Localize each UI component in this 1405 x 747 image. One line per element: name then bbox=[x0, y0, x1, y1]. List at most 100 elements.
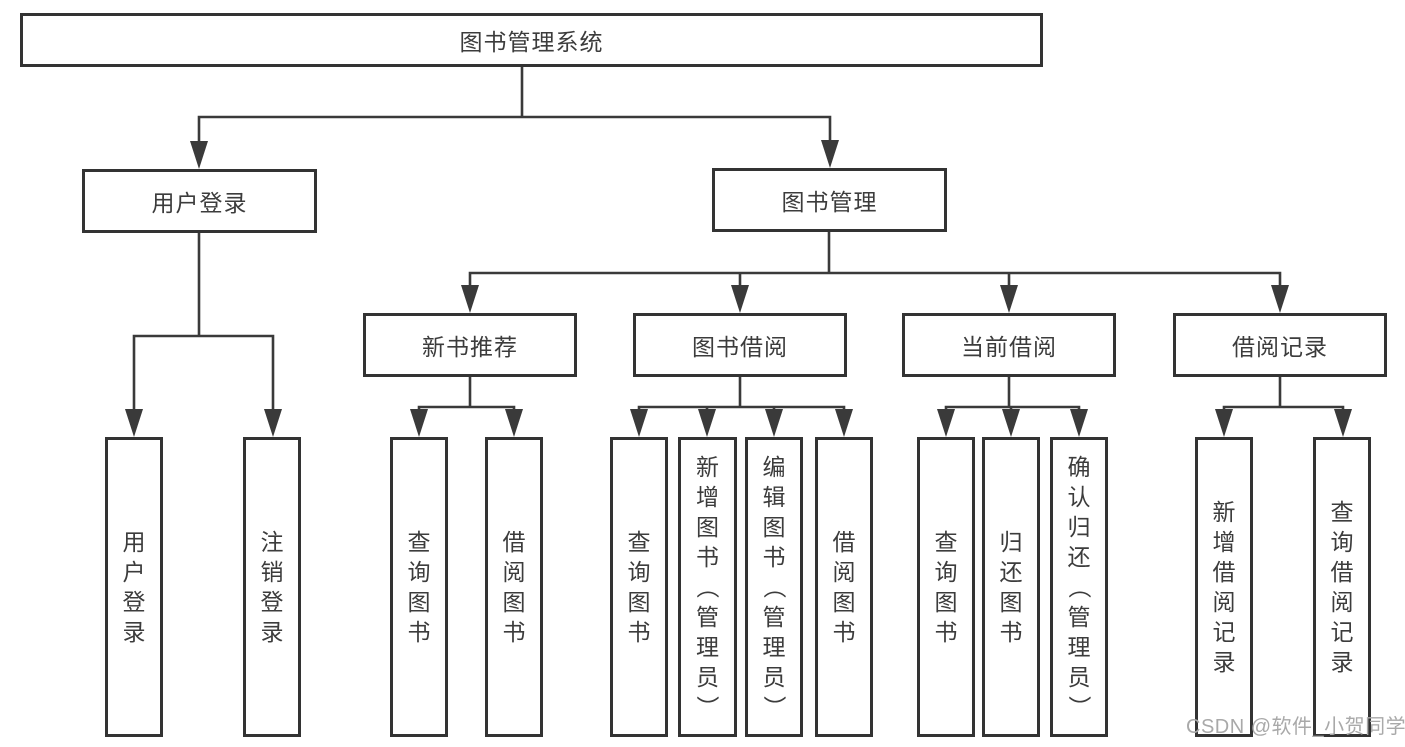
leaf-label-char: 新 bbox=[1212, 499, 1236, 525]
leaf-label-char: 理 bbox=[696, 634, 719, 660]
arrowhead bbox=[410, 409, 428, 437]
leaf-query-borrow-record: 查询借阅记录 bbox=[1313, 437, 1371, 737]
leaf-label-char: 增 bbox=[696, 484, 719, 510]
leaf-label-char: 记 bbox=[1330, 619, 1354, 645]
connector-book-management bbox=[468, 230, 1282, 296]
leaf-label-char: 图 bbox=[999, 589, 1023, 615]
leaf-label-char: 图 bbox=[627, 589, 651, 615]
arrowhead bbox=[264, 409, 282, 437]
node-label: 新书推荐 bbox=[422, 334, 518, 360]
leaf-label-char: 书 bbox=[407, 619, 431, 645]
leaf-label: 查询图书 bbox=[935, 527, 958, 647]
leaf-label: 借阅图书 bbox=[503, 527, 526, 647]
leaf-label-char: 询 bbox=[627, 559, 651, 585]
leaf-label-char: ） bbox=[1066, 695, 1092, 719]
leaf-label-char: 询 bbox=[407, 559, 431, 585]
leaf-label-char: 借 bbox=[1212, 559, 1236, 585]
node-label: 借阅记录 bbox=[1232, 334, 1328, 360]
leaf-label-char: 员 bbox=[696, 664, 719, 690]
leaf-label: 查询图书 bbox=[628, 527, 651, 647]
leaf-label-char: 书 bbox=[696, 544, 719, 570]
leaf-label-char: 询 bbox=[1330, 529, 1354, 555]
node-book-borrow: 图书借阅 bbox=[633, 313, 847, 377]
arrowhead bbox=[1000, 285, 1018, 313]
node-label: 图书管理 bbox=[781, 189, 878, 215]
arrowhead bbox=[937, 409, 955, 437]
leaf-add-books-admin: 新增图书（管理员） bbox=[678, 437, 737, 737]
leaf-label-char: 图 bbox=[762, 514, 786, 540]
arrowhead bbox=[1070, 409, 1088, 437]
leaf-query-books-borrow: 查询图书 bbox=[610, 437, 668, 737]
leaf-label: 查询借阅记录 bbox=[1331, 497, 1354, 677]
leaf-label-char: 查 bbox=[407, 529, 431, 555]
arrowhead bbox=[125, 409, 143, 437]
leaf-label-char: （ bbox=[1066, 575, 1092, 599]
connector-borrow-records bbox=[1222, 375, 1345, 420]
arrowhead bbox=[731, 285, 749, 313]
leaf-label: 借阅图书 bbox=[833, 527, 856, 647]
leaf-label-char: 认 bbox=[1067, 484, 1091, 510]
leaf-borrow-books-recommend: 借阅图书 bbox=[485, 437, 543, 737]
connector-new-book bbox=[417, 375, 516, 420]
leaf-label-char: 户 bbox=[122, 559, 146, 585]
leaf-query-books-recommend: 查询图书 bbox=[390, 437, 448, 737]
leaf-label-char: 阅 bbox=[832, 559, 856, 585]
leaf-label-char: 销 bbox=[260, 559, 284, 585]
leaf-add-borrow-record: 新增借阅记录 bbox=[1195, 437, 1253, 737]
leaf-label-char: 归 bbox=[999, 529, 1023, 555]
node-borrow-records: 借阅记录 bbox=[1173, 313, 1387, 377]
leaf-label-char: 新 bbox=[696, 454, 719, 480]
leaf-label: 新增图书（管理员） bbox=[695, 452, 721, 722]
leaf-label-char: 确 bbox=[1067, 454, 1091, 480]
leaf-label-char: 图 bbox=[407, 589, 431, 615]
leaf-user-login: 用户登录 bbox=[105, 437, 163, 737]
leaf-label: 新增借阅记录 bbox=[1213, 497, 1236, 677]
leaf-label-char: 还 bbox=[1067, 544, 1091, 570]
leaf-label-char: 借 bbox=[1330, 559, 1354, 585]
leaf-label-char: 书 bbox=[762, 544, 786, 570]
leaf-label-char: 登 bbox=[122, 589, 146, 615]
leaf-label: 编辑图书（管理员） bbox=[761, 452, 787, 722]
leaf-label-char: 登 bbox=[260, 589, 284, 615]
node-book-management: 图书管理 bbox=[712, 168, 947, 232]
leaf-label-char: 书 bbox=[627, 619, 651, 645]
leaf-label-char: 阅 bbox=[502, 559, 526, 585]
leaf-label-char: 书 bbox=[999, 619, 1023, 645]
leaf-label-char: ） bbox=[761, 695, 787, 719]
leaf-label: 查询图书 bbox=[408, 527, 431, 647]
leaf-label-char: 书 bbox=[832, 619, 856, 645]
arrowhead bbox=[1334, 409, 1352, 437]
leaf-label-char: 辑 bbox=[762, 484, 786, 510]
arrowhead bbox=[765, 409, 783, 437]
leaf-label-char: ） bbox=[694, 695, 721, 719]
leaf-label-char: 查 bbox=[1330, 499, 1354, 525]
leaf-label-char: 管 bbox=[696, 604, 719, 630]
leaf-label-char: 记 bbox=[1212, 619, 1236, 645]
leaf-label-char: 注 bbox=[260, 529, 284, 555]
node-current-borrow: 当前借阅 bbox=[902, 313, 1116, 377]
connector-user-login bbox=[132, 231, 275, 420]
arrowhead bbox=[1215, 409, 1233, 437]
leaf-label: 确认归还（管理员） bbox=[1066, 452, 1092, 722]
arrowhead bbox=[630, 409, 648, 437]
leaf-edit-books-admin: 编辑图书（管理员） bbox=[745, 437, 803, 737]
arrowhead bbox=[190, 141, 208, 169]
node-new-book-recommend: 新书推荐 bbox=[363, 313, 577, 377]
leaf-label-char: 图 bbox=[502, 589, 526, 615]
leaf-label-char: 管 bbox=[1067, 604, 1091, 630]
leaf-confirm-return-admin: 确认归还（管理员） bbox=[1050, 437, 1108, 737]
leaf-label-char: 查 bbox=[627, 529, 651, 555]
arrowhead bbox=[461, 285, 479, 313]
leaf-logout: 注销登录 bbox=[243, 437, 301, 737]
arrowhead bbox=[821, 140, 839, 168]
leaf-label-char: 录 bbox=[122, 619, 146, 645]
leaf-borrow-books: 借阅图书 bbox=[815, 437, 873, 737]
leaf-label-char: （ bbox=[761, 575, 787, 599]
csdn-watermark: CSDN @软件_小贺同学 bbox=[1186, 716, 1405, 738]
leaf-label-char: 编 bbox=[762, 454, 786, 480]
arrowhead bbox=[1271, 285, 1289, 313]
leaf-label-char: 询 bbox=[934, 559, 958, 585]
arrowhead bbox=[698, 409, 716, 437]
arrowhead bbox=[505, 409, 523, 437]
